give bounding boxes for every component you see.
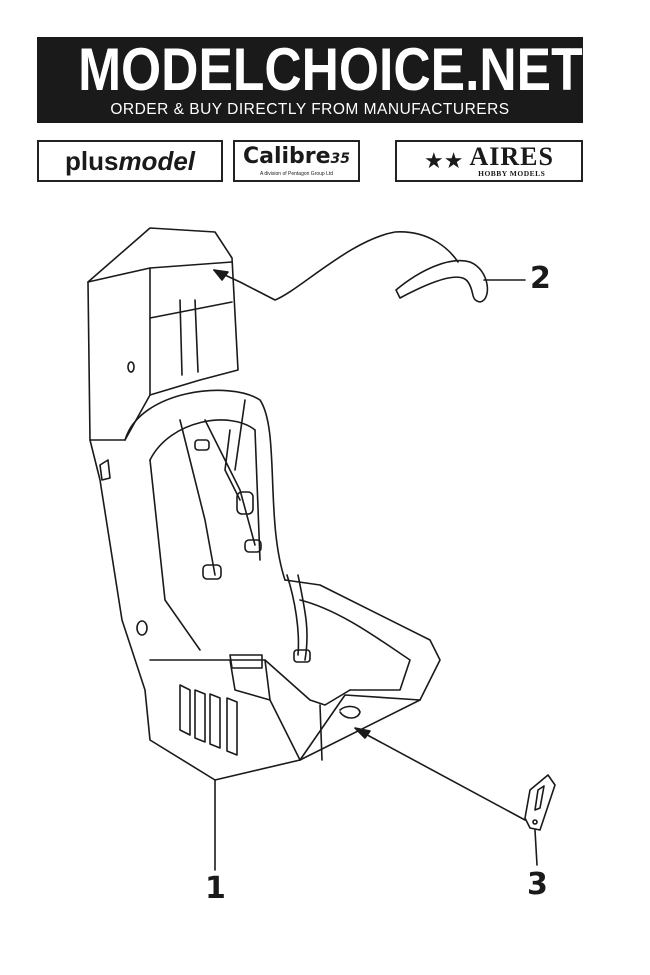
plusmodel-logo-plus: plus (64, 145, 119, 176)
banner-subtitle: ORDER & BUY DIRECTLY FROM MANUFACTURERS (110, 101, 510, 118)
stars-icon: ★★ (424, 148, 464, 173)
callout-2: 2 (530, 261, 551, 296)
bracket-part-3 (354, 727, 556, 866)
calibre-tagline: A division of Pentagon Group Ltd (259, 170, 334, 177)
calibre-logo-name: Calibre35 (242, 143, 351, 171)
callout-1: 1 (205, 871, 226, 906)
plusmodel-logo-model: model (118, 145, 196, 176)
aires-name: AIRES (469, 141, 554, 171)
hose-part-2 (213, 231, 526, 303)
seat-part-1 (87, 227, 441, 781)
callout-3: 3 (527, 867, 548, 902)
calibre-logo: Calibre35 A division of Pentagon Group L… (233, 140, 360, 182)
modelchoice-banner: MODELCHOICE.NET ORDER & BUY DIRECTLY FRO… (37, 37, 583, 123)
aires-tagline: HOBBY MODELS (478, 168, 546, 178)
banner-title: MODELCHOICE.NET (78, 37, 583, 103)
calibre-number: 35 (330, 150, 351, 167)
calibre-name: Calibre (242, 143, 331, 169)
